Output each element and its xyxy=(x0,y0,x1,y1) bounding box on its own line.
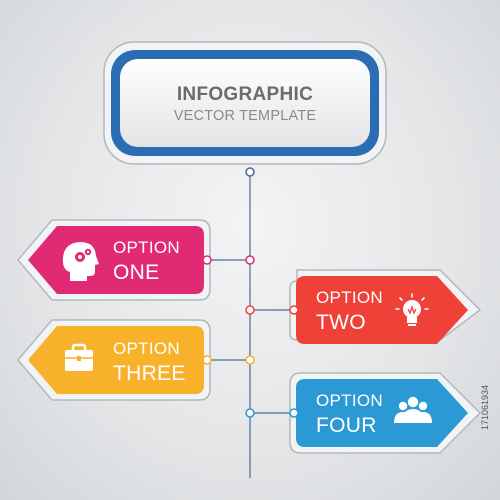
option-three-shape xyxy=(17,319,211,401)
dot-one-left xyxy=(202,255,212,265)
page-subtitle: VECTOR TEMPLATE xyxy=(173,108,317,124)
option-two-shape xyxy=(289,269,482,344)
header-box xyxy=(103,41,387,165)
briefcase-icon xyxy=(65,343,93,371)
option-four-label: OPTION FOUR xyxy=(316,392,383,436)
option-two-line2: TWO xyxy=(316,311,366,334)
head-gears-icon xyxy=(62,242,99,281)
option-four-line2: FOUR xyxy=(316,414,377,437)
option-one-line2: ONE xyxy=(113,261,160,284)
option-two-label: OPTION TWO xyxy=(316,289,383,333)
page-title: INFOGRAPHIC xyxy=(176,84,314,105)
option-three-line1: OPTION xyxy=(113,339,180,358)
header-text: INFOGRAPHIC VECTOR TEMPLATE xyxy=(126,80,364,124)
option-four-line1: OPTION xyxy=(316,391,383,410)
option-three-line2: THREE xyxy=(113,362,186,385)
connector-lines xyxy=(207,168,294,478)
dot-three-right xyxy=(245,355,255,365)
dot-four-left xyxy=(245,408,255,418)
option-four-shape xyxy=(289,372,482,454)
dot-four-right xyxy=(289,408,299,418)
header-dot xyxy=(245,167,255,177)
people-group-icon xyxy=(394,396,432,423)
option-one-line1: OPTION xyxy=(113,238,180,257)
dot-two-right xyxy=(289,305,299,315)
connector-dots xyxy=(202,167,299,418)
stock-id-watermark: 171061934 xyxy=(480,384,490,430)
dot-two-left xyxy=(245,305,255,315)
option-two-line1: OPTION xyxy=(316,288,383,307)
option-one-label: OPTION ONE xyxy=(113,239,180,283)
lightbulb-icon xyxy=(395,293,429,326)
option-three-label: OPTION THREE xyxy=(113,340,186,384)
dot-one-right xyxy=(245,255,255,265)
dot-three-left xyxy=(202,355,212,365)
